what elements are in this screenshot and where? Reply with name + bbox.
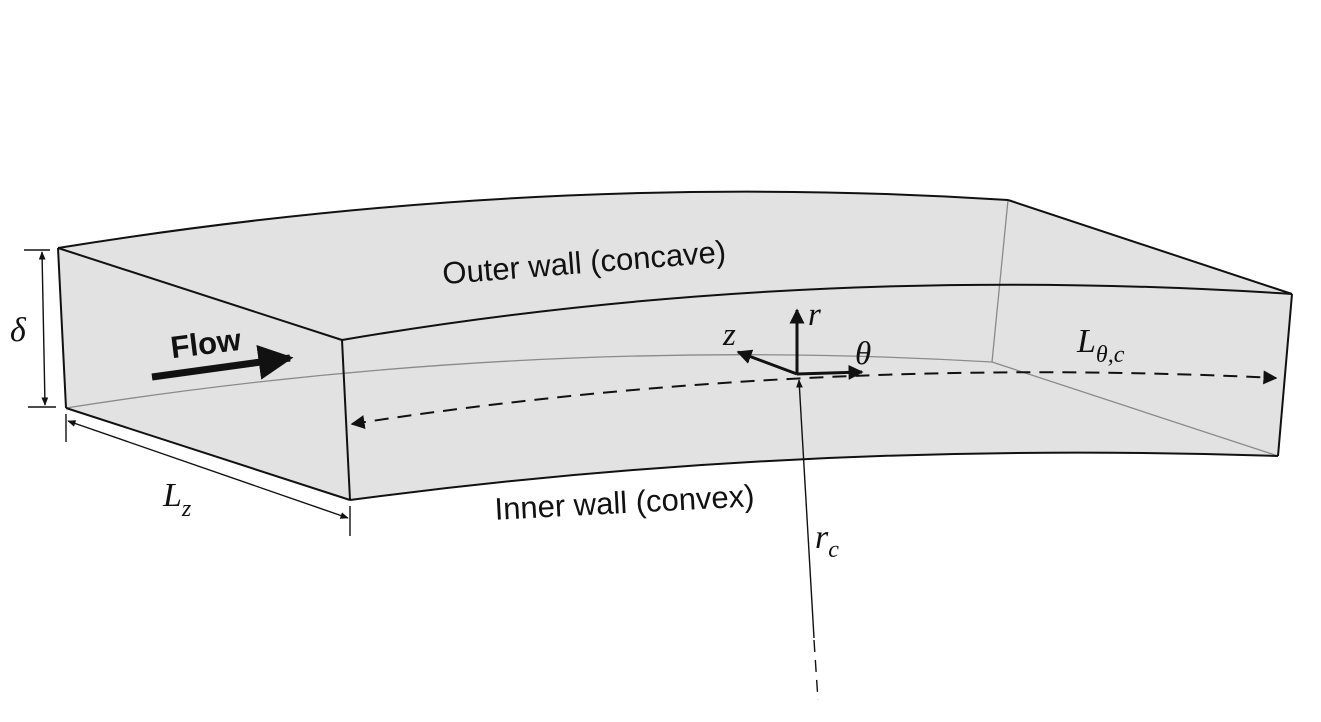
theta-axis-arrow	[796, 364, 864, 380]
radius-dashed-extension	[813, 639, 819, 701]
hidden-back-vertical-edge	[991, 199, 1009, 363]
coordinate-axes	[736, 308, 864, 380]
span-label: Lz	[162, 477, 192, 522]
inner-wall-label: Inner wall (convex)	[494, 478, 756, 527]
span-subscript: z	[181, 496, 192, 522]
length-subscript: θ,c	[1096, 342, 1125, 368]
span-dimension	[65, 414, 351, 536]
outer-top-right-edge	[1007, 199, 1293, 295]
span-arrow	[67, 420, 349, 519]
theta-axis-label: θ	[855, 336, 871, 372]
radius-label: rc	[815, 519, 839, 563]
radius-arrow	[796, 379, 815, 639]
outer-top-back-edge	[57, 190, 1009, 249]
r-axis-label: r	[808, 297, 821, 333]
height-dimension	[24, 249, 56, 408]
length-symbol: L	[1076, 323, 1096, 360]
span-symbol: L	[162, 477, 182, 514]
streamwise-length-label: Lθ,c	[1076, 323, 1125, 368]
z-axis-arrow	[736, 349, 798, 376]
height-arrow	[38, 251, 49, 406]
radius-symbol: r	[815, 519, 829, 556]
front-right-vertical-edge	[1277, 293, 1293, 457]
streamwise-length-arrow	[350, 370, 1278, 430]
z-axis-label: z	[722, 317, 736, 353]
radius-subscript: c	[828, 537, 839, 563]
left-back-vertical-edge	[57, 247, 67, 409]
left-top-edge	[57, 247, 343, 341]
flow-arrow	[151, 344, 294, 381]
height-label: δ	[10, 312, 27, 349]
inner-bottom-front-edge	[349, 451, 1279, 501]
flow-label: Flow	[169, 322, 244, 365]
outer-top-front-edge	[341, 283, 1293, 341]
hidden-back-bottom-edge	[65, 354, 993, 409]
